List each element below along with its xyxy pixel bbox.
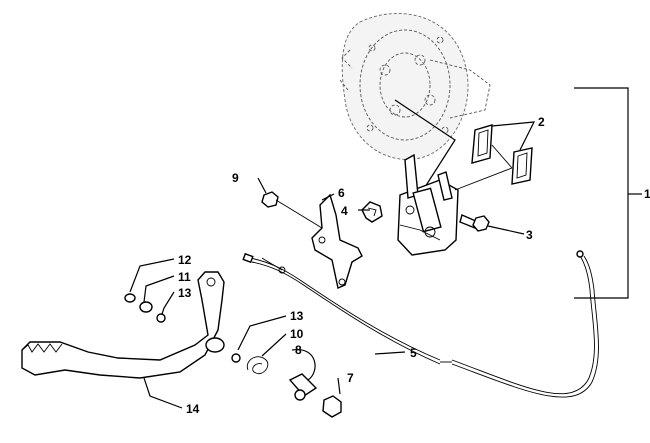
pivot-hardware xyxy=(231,353,342,418)
bolt-9 xyxy=(261,191,323,229)
callout-6: 6 xyxy=(338,186,345,200)
callout-13-lower: 13 xyxy=(290,309,304,323)
caliper-pad-line xyxy=(454,167,513,191)
clip-4 xyxy=(361,201,383,223)
brake-disc xyxy=(339,12,491,160)
callout-3: 3 xyxy=(526,228,533,242)
pad-connector-line xyxy=(491,144,513,169)
callout-1: 1 xyxy=(644,187,650,201)
callout-2: 2 xyxy=(538,115,545,129)
brake-pads xyxy=(471,124,533,185)
bracket xyxy=(311,193,363,289)
callout-5: 5 xyxy=(410,346,417,360)
brake-pedal xyxy=(21,271,225,379)
callout-11: 11 xyxy=(178,270,191,284)
callout-leaders xyxy=(129,87,642,409)
callout-4: 4 xyxy=(341,204,348,218)
caliper-bolt xyxy=(459,214,490,232)
callout-12: 12 xyxy=(178,253,192,267)
pedal-hardware-upper xyxy=(124,293,166,323)
callout-8: 8 xyxy=(295,343,302,357)
callout-7: 7 xyxy=(347,371,354,385)
callout-14: 14 xyxy=(186,402,200,416)
callout-9: 9 xyxy=(232,171,239,185)
callout-labels: 1 2 3 4 5 6 7 8 9 10 12 11 13 13 14 xyxy=(178,115,650,416)
caliper xyxy=(397,153,459,256)
callout-10: 10 xyxy=(290,327,304,341)
disc-leader-line xyxy=(394,99,456,199)
brake-cable xyxy=(242,250,599,398)
callout-13-upper: 13 xyxy=(178,286,192,300)
